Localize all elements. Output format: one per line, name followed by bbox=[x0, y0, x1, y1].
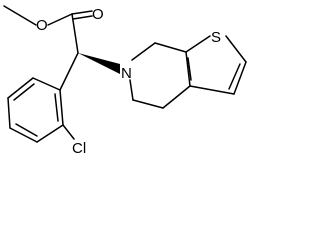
chlorine-label: Cl bbox=[72, 140, 86, 156]
bond-carbonyl-c-alpha bbox=[71, 13, 79, 54]
nitrogen-label: N bbox=[121, 65, 132, 82]
bond-o-carbonyl-c bbox=[47, 13, 73, 26]
piperidine-ring bbox=[129, 42, 191, 109]
molecule-diagram: O O N S Cl bbox=[3, 5, 247, 156]
ring-inner-bond bbox=[187, 57, 192, 81]
ring-inner-bond bbox=[228, 63, 241, 90]
ring-bond bbox=[189, 85, 235, 95]
chlorophenyl-ring bbox=[7, 77, 75, 143]
ring-bond bbox=[59, 89, 64, 126]
bond-methyl-o bbox=[3, 5, 37, 26]
ring-bond bbox=[36, 124, 64, 143]
ring-bond bbox=[233, 61, 247, 95]
ring-bond bbox=[131, 42, 156, 61]
oxygen-carbonyl-label: O bbox=[92, 6, 104, 23]
bond-carbonyl-double-2 bbox=[72, 15, 93, 20]
ring-bond bbox=[129, 79, 134, 101]
ester-group bbox=[3, 5, 93, 54]
ring-bond bbox=[154, 42, 187, 53]
atom-labels: O O N S Cl bbox=[36, 6, 221, 156]
ring-bond bbox=[132, 99, 164, 109]
ring-bond bbox=[7, 77, 34, 99]
ring-bond bbox=[185, 35, 211, 53]
oxygen-ester-label: O bbox=[36, 17, 48, 34]
ring-inner-bond bbox=[13, 83, 35, 101]
bond-carbonyl-double-1 bbox=[71, 10, 93, 15]
wedge-bond-alpha-n bbox=[78, 53, 120, 74]
ring-bond bbox=[225, 35, 247, 63]
thiophene-ring bbox=[185, 35, 247, 95]
bond-ring-cl bbox=[62, 124, 75, 140]
ring-inner-bond bbox=[54, 93, 59, 122]
ring-inner-bond bbox=[15, 123, 38, 137]
bond-alpha-phenyl bbox=[59, 52, 79, 91]
ring-bond bbox=[162, 85, 191, 109]
ring-bond bbox=[9, 127, 38, 143]
sulfur-label: S bbox=[211, 29, 221, 46]
ring-bond bbox=[7, 97, 11, 129]
ring-bond bbox=[185, 51, 191, 87]
molecule-structure: O O N S Cl bbox=[3, 5, 247, 156]
ring-bond bbox=[32, 77, 61, 91]
